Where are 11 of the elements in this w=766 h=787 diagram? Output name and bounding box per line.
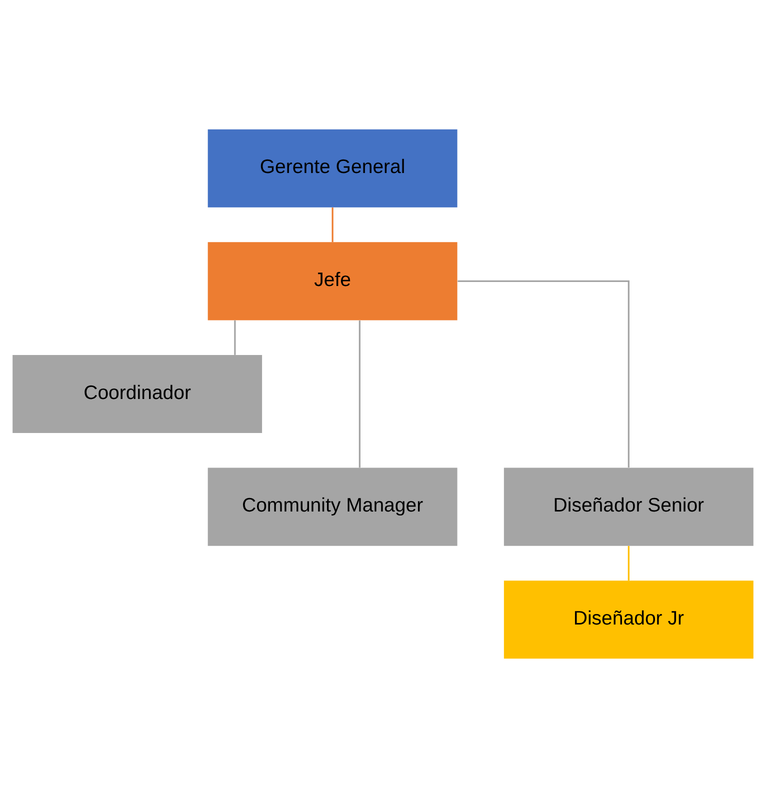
connector bbox=[332, 207, 334, 242]
node-box: Coordinador bbox=[12, 354, 262, 433]
connector bbox=[358, 320, 360, 468]
node-box: Diseñador Jr bbox=[504, 580, 754, 658]
node-box: Community Manager bbox=[208, 467, 458, 546]
connector bbox=[234, 320, 236, 354]
node-box: Diseñador Senior bbox=[504, 467, 754, 546]
connector bbox=[458, 280, 630, 467]
connector bbox=[628, 545, 630, 580]
node-box: Jefe bbox=[208, 242, 458, 320]
node-box: Gerente General bbox=[208, 128, 458, 207]
